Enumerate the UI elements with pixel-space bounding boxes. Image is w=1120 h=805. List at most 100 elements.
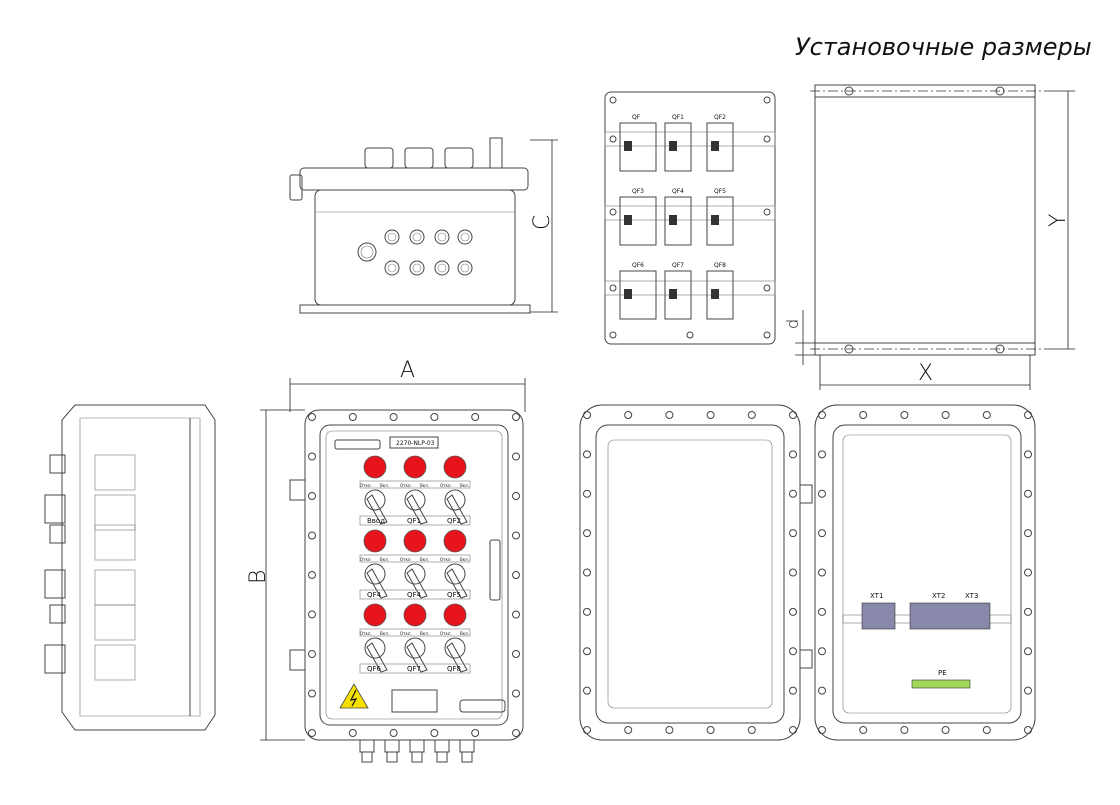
side-gland: [49, 604, 66, 624]
bolt: [900, 411, 909, 419]
cable-gland: [409, 229, 425, 245]
switch-label: Ввод: [367, 517, 385, 525]
bolt: [818, 726, 826, 734]
bolt: [747, 726, 756, 734]
bolt: [512, 492, 520, 500]
bolt: [706, 411, 715, 419]
rotary-switch: [404, 489, 428, 525]
mounting-screw: [609, 208, 617, 216]
switch-on-label: Вкл.: [460, 557, 469, 562]
bolt: [706, 726, 715, 734]
cable-gland: [384, 229, 400, 245]
breaker-lever: [624, 141, 632, 151]
drawing-title: Установочные размеры: [795, 33, 1092, 61]
rotary-switch: [364, 637, 388, 673]
switch-handle: [406, 642, 428, 673]
mounting-screw: [763, 331, 771, 339]
bolt: [512, 571, 520, 579]
switch-handle: [366, 568, 388, 599]
bolt: [583, 647, 591, 656]
switch-handle: [446, 642, 468, 673]
internal-breaker: [94, 604, 136, 641]
switch-handle: [446, 494, 468, 525]
breaker-lever: [669, 141, 677, 151]
bolt: [818, 411, 826, 419]
cable-gland-inner: [387, 232, 397, 242]
bolt: [430, 413, 439, 421]
switch-off-label: Откл.: [440, 557, 452, 562]
breaker-lever: [711, 289, 719, 299]
mounting-screw: [763, 284, 771, 292]
bolt: [512, 413, 520, 421]
bolt: [747, 411, 756, 419]
switch-off-label: Откл.: [440, 631, 452, 636]
bolt: [348, 413, 357, 421]
breaker-body: [619, 270, 657, 320]
dimension-a-label: A: [400, 358, 415, 383]
side-gland: [49, 524, 66, 544]
switch-on-label: Вкл.: [380, 631, 389, 636]
bolt: [789, 607, 797, 616]
bolt: [583, 568, 591, 577]
bolt: [1024, 726, 1032, 734]
breaker-label: QF: [632, 114, 641, 121]
mounting-screw: [609, 96, 617, 104]
mounting-screw: [763, 96, 771, 104]
rotary-switch: [404, 563, 428, 599]
bolt: [583, 411, 591, 419]
switch-knob: [404, 563, 426, 585]
bottom-gland-nut: [361, 751, 373, 763]
bolt: [1024, 529, 1032, 538]
label-strip: [359, 628, 471, 637]
bolt: [818, 529, 826, 538]
bolt: [789, 529, 797, 538]
nameplate-label: 2270-NLP-03: [396, 440, 435, 447]
bolt: [1024, 607, 1032, 616]
rotary-switch: [444, 563, 468, 599]
bottom-gland: [384, 739, 400, 753]
switch-label: QF6: [367, 665, 382, 673]
breaker-body: [664, 270, 692, 320]
circuit-breaker: QF1: [664, 114, 692, 172]
cable-gland: [434, 229, 450, 245]
ground-bus: [911, 679, 971, 689]
breaker-lever: [624, 215, 632, 225]
label-strip: [359, 515, 471, 526]
bottom-gland-nut: [436, 751, 448, 763]
switch-handle: [446, 568, 468, 599]
cable-gland: [384, 260, 400, 276]
switch-label: QF8: [447, 665, 461, 673]
switch-knob: [404, 637, 426, 659]
terminal-label-xt2: XT2: [932, 592, 945, 600]
switch-knob: [444, 637, 466, 659]
bolt: [1024, 686, 1032, 695]
bolt: [389, 413, 398, 421]
breaker-label: QF8: [714, 262, 726, 269]
bolt: [1024, 411, 1032, 419]
indicator-lamp: [363, 529, 387, 553]
switch-knob: [364, 489, 386, 511]
bolt: [859, 726, 868, 734]
bolt: [471, 413, 480, 421]
bolt: [818, 686, 826, 695]
switch-handle: [366, 494, 388, 525]
switch-label: QF4: [407, 591, 422, 599]
circuit-breaker: QF7: [664, 262, 692, 320]
circuit-breaker: QF2: [706, 114, 734, 172]
bolt: [512, 729, 520, 737]
bolt: [430, 729, 439, 737]
breaker-lever: [669, 289, 677, 299]
bottom-gland: [409, 739, 425, 753]
breaker-body: [619, 122, 657, 172]
label-strip: [359, 663, 471, 674]
bolt: [512, 650, 520, 658]
cable-gland-inner: [460, 263, 470, 273]
breaker-body: [619, 196, 657, 246]
cable-gland-inner: [437, 263, 447, 273]
ground-label: PE: [938, 669, 947, 677]
bolt: [624, 726, 633, 734]
mounting-screw: [686, 331, 694, 339]
switch-on-label: Вкл.: [380, 557, 389, 562]
